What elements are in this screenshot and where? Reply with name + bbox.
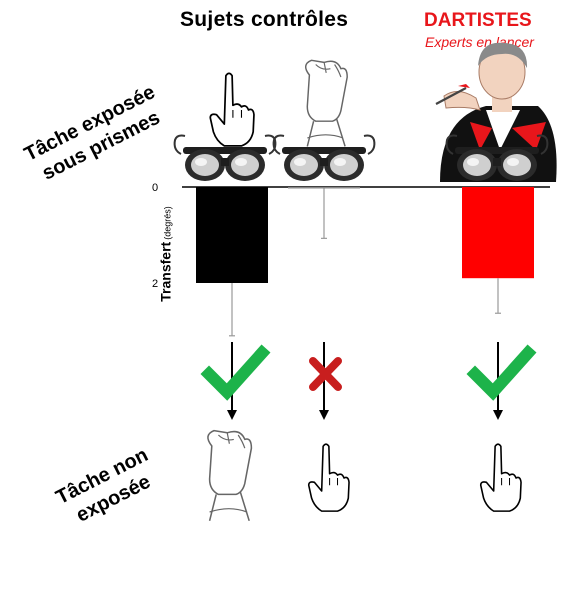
y-tick-label: 0 — [152, 182, 158, 194]
bar — [462, 187, 534, 279]
prism-goggles-icon — [272, 134, 376, 182]
arrow-heads — [227, 410, 503, 420]
bar-series — [196, 187, 534, 337]
pointing-hand-icon — [209, 72, 255, 147]
darts-title: DARTISTES — [424, 10, 532, 31]
check-icon — [466, 344, 537, 401]
check-icon — [200, 344, 271, 401]
controls-title: Sujets contrôles — [180, 8, 349, 31]
chart-plot-area: 0 2 — [152, 182, 550, 337]
throwing-hand-icon — [207, 429, 253, 522]
y-tick-label: 2 — [152, 278, 158, 290]
pointing-hand-icon — [307, 443, 350, 512]
pointing-hand-icon — [479, 443, 522, 512]
cross-icon — [309, 357, 342, 391]
transfer-arrows — [231, 342, 499, 412]
throwing-hand-icon — [304, 59, 348, 148]
bar — [196, 187, 268, 283]
bar — [288, 187, 360, 189]
